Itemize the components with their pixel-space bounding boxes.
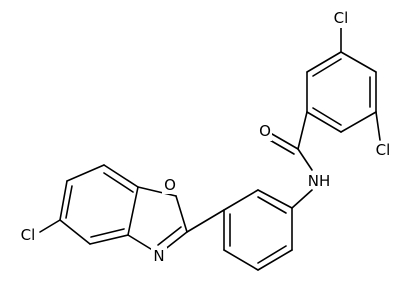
chlorine-left-label: Cl [21,226,36,244]
ring-oxygen-label: O [164,176,176,194]
ring-nitrogen-label: N [153,247,164,265]
dichlorophenyl-ring [306,25,381,141]
amide-linker [267,111,313,209]
amide-nh-label: NH [308,172,331,190]
carbonyl-oxygen-label: O [259,122,271,140]
chlorine-top-label: Cl [334,9,349,27]
atom-labels: Cl Cl O NH O N Cl [17,9,394,265]
aryl-oxazole-bond [186,209,225,233]
central-phenyl-ring [223,189,293,271]
oxazole-ring [127,186,188,255]
benzo-ring [39,164,139,245]
chlorine-right-label: Cl [376,141,391,159]
